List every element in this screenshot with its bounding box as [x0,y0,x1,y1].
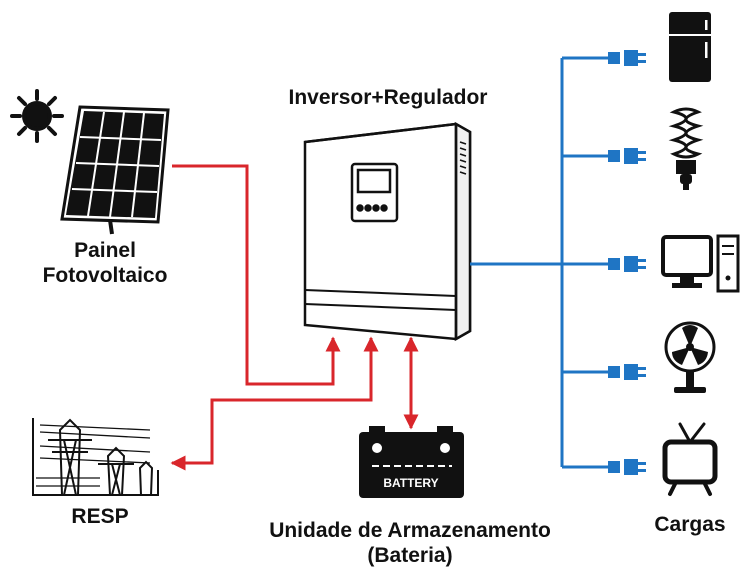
plugs [608,50,646,475]
loads-label: Cargas [654,513,726,536]
inverter-label: Inversor+Regulador [288,86,488,109]
grid-connection-line [170,336,379,471]
fan-icon [664,321,716,393]
solar-panel-icon [60,105,170,235]
plug-icon [608,459,646,475]
lightbulb-icon [668,107,704,190]
storage-label-line1: Unidade de Armazenamento [269,519,551,542]
panel-label-line2: Fotovoltaico [42,264,168,287]
inverter-icon [303,121,472,342]
panel-label-line1: Painel [74,239,136,262]
plug-icon [608,364,646,380]
power-pylons-icon [32,418,159,496]
grid-label: RESP [71,505,129,528]
panel-label: Painel Fotovoltaico [20,238,190,288]
plug-icon [608,50,646,66]
plug-icon [608,148,646,164]
battery-icon: BATTERY [359,426,464,498]
plug-icon [608,256,646,272]
storage-label-line2: (Bateria) [367,544,453,567]
storage-label: Unidade de Armazenamento (Bateria) [220,518,600,568]
battery-text: BATTERY [383,476,438,490]
computer-icon [661,234,740,293]
sun-icon [10,89,64,143]
fridge-icon [669,12,711,82]
tv-icon [662,422,718,496]
load-bus-lines [470,56,608,469]
